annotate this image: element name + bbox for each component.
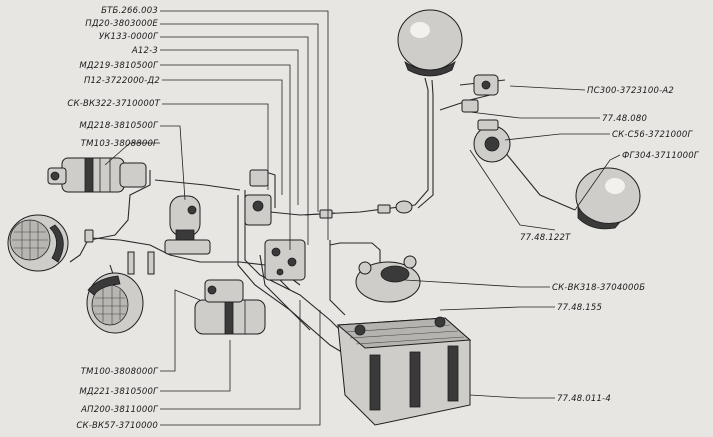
label-p12: П12-3722000-Д2 <box>84 76 160 86</box>
switch-cluster-icon <box>244 169 306 281</box>
battery-icon <box>336 316 472 426</box>
label-77-48-011-4: 77.48.011-4 <box>557 394 611 404</box>
label-ap200: АП200-3811000Г <box>80 405 159 415</box>
light-switch-icon <box>461 74 499 113</box>
labels-left-bottom: ТМ100-3808000Г МД221-3810500Г АП200-3811… <box>76 367 159 431</box>
labels-right: ПС300-3723100-А2 77.48.080 СК-С56-372100… <box>520 86 700 404</box>
leader-lines <box>104 10 621 426</box>
label-tm103: ТМ103-3808800Г <box>81 139 159 149</box>
label-a12-3: А12-3 <box>131 46 158 56</box>
label-sk-vk57: СК-ВК57-3710000 <box>76 421 158 431</box>
labels-left-top: БТБ.266.003 ПД20-3803000Е УК133-0000Г А1… <box>67 6 160 149</box>
label-md218: МД218-3810500Г <box>79 121 159 131</box>
label-sk-s56: СК-С56-3721000Г <box>612 130 694 140</box>
battery-switch-icon <box>355 255 421 303</box>
label-md219: МД219-3810500Г <box>79 61 159 71</box>
label-sk-vk318: СК-ВК318-3704000Б <box>552 283 645 293</box>
label-tm100: ТМ100-3808000Г <box>81 367 159 377</box>
label-77-48-080: 77.48.080 <box>602 114 647 124</box>
label-77-48-155: 77.48.155 <box>557 303 602 313</box>
label-md221: МД221-3810500Г <box>79 387 159 397</box>
label-77-48-122t: 77.48.122Т <box>520 233 571 243</box>
label-uk133: УК133-0000Г <box>99 32 159 42</box>
label-ps300: ПС300-3723100-А2 <box>587 86 674 96</box>
horn-icon <box>473 119 511 163</box>
headlamp-top-icon <box>397 9 463 77</box>
rear-lamp-left-icon <box>7 214 69 272</box>
label-fg304: ФГ304-3711000Г <box>622 151 700 161</box>
label-pd20: ПД20-3803000Е <box>85 19 158 29</box>
harness-connectors-icon <box>84 200 413 275</box>
headlamp-right-icon <box>575 167 641 230</box>
generator-icon <box>194 279 266 335</box>
voltage-regulator-icon <box>164 195 211 255</box>
starter-motor-icon <box>47 157 147 193</box>
rear-lamp-lower-icon <box>86 272 144 334</box>
label-sk-vk322: СК-ВК322-3710000Т <box>67 99 160 109</box>
label-btb-266-003: БТБ.266.003 <box>101 6 158 16</box>
